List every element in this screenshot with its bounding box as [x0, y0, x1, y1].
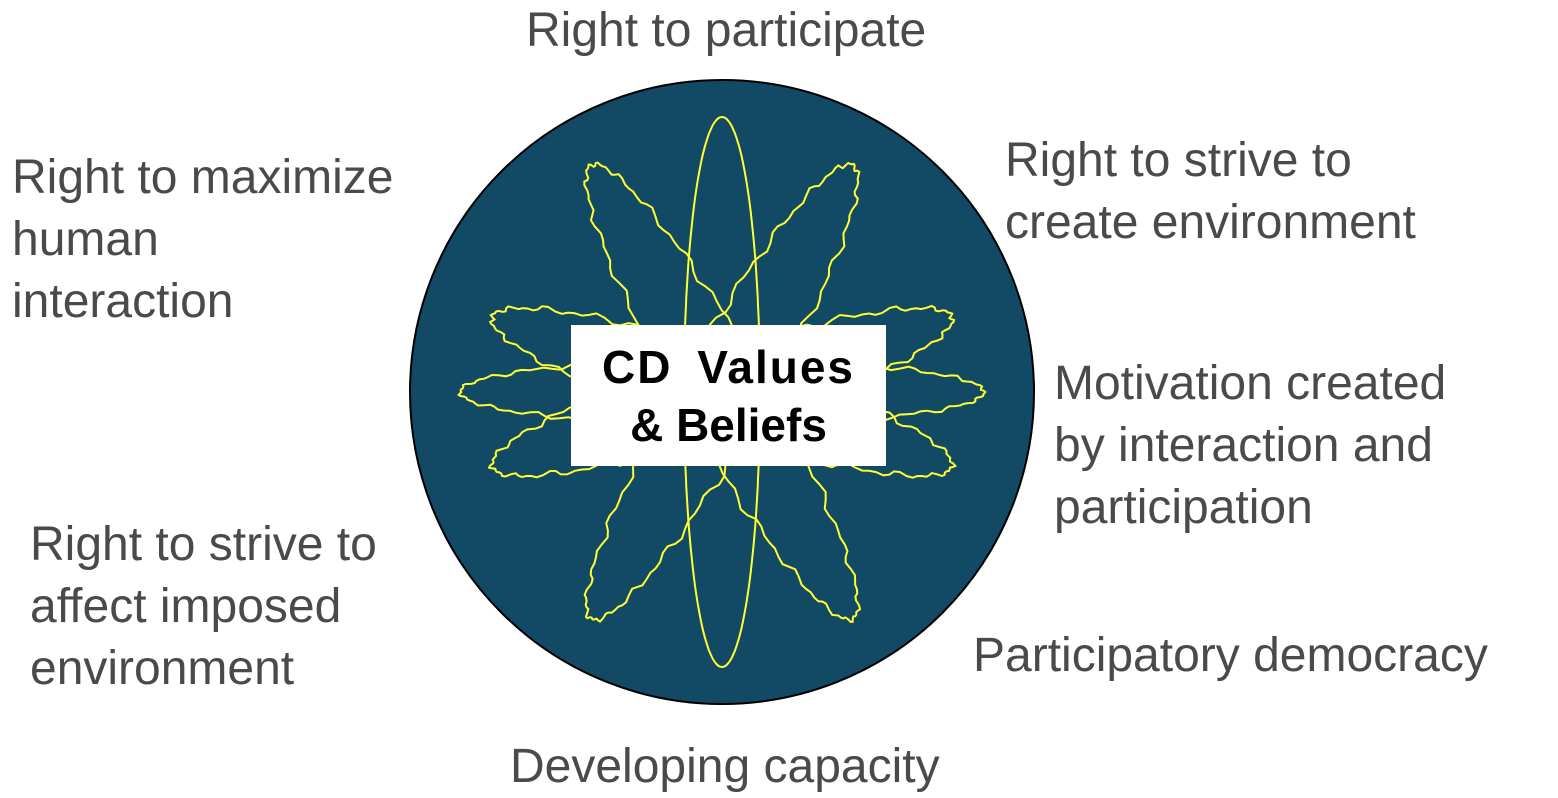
label-developing-capacity: Developing capacity [510, 736, 940, 798]
label-right-to-maximize: Right to maximize human interaction [12, 147, 393, 333]
label-line: participation [1054, 481, 1313, 534]
label-right-to-strive-create: Right to strive to create environment [1005, 130, 1416, 254]
label-motivation: Motivation created by interaction and pa… [1054, 353, 1446, 539]
label-line: Right to strive to [1005, 134, 1352, 187]
center-title-box: CD Values & Beliefs [571, 325, 886, 466]
label-line: Right to maximize [12, 151, 394, 204]
label-line: Motivation created [1054, 357, 1447, 410]
label-line: Developing capacity [510, 740, 940, 793]
label-line: Participatory democracy [973, 629, 1488, 682]
center-title-line-2: & Beliefs [630, 398, 827, 451]
label-line: human [12, 213, 159, 266]
label-line: create environment [1005, 196, 1416, 249]
label-participatory-democracy: Participatory democracy [973, 625, 1488, 687]
label-line: Right to strive to [30, 518, 377, 571]
label-right-to-strive-affect: Right to strive to affect imposed enviro… [30, 514, 377, 700]
label-line: affect imposed [30, 580, 342, 633]
label-right-to-participate: Right to participate [526, 0, 926, 62]
label-line: by interaction and [1054, 419, 1433, 472]
label-line: environment [30, 642, 295, 695]
label-line: interaction [12, 275, 234, 328]
center-title-line-1: CD Values [602, 340, 855, 393]
label-line: Right to participate [526, 4, 927, 57]
